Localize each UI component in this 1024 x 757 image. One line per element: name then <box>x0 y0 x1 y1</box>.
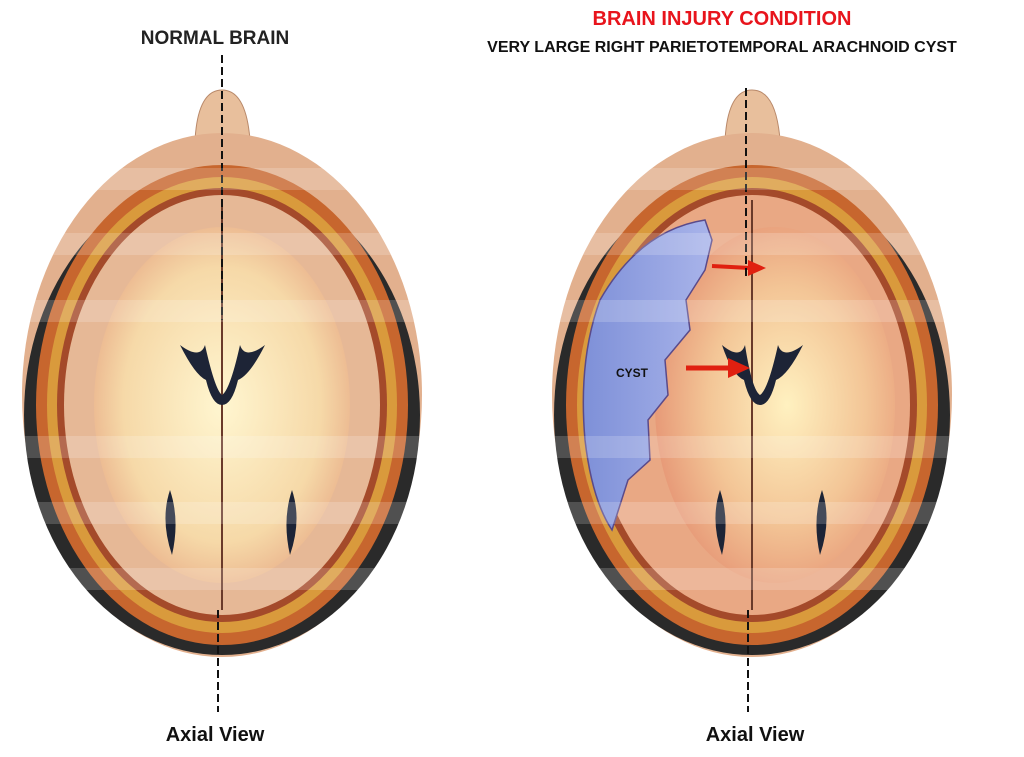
cyst-label: CYST <box>616 366 649 380</box>
occipital-horn-left <box>715 490 726 555</box>
normal-brain-axial-section <box>22 55 422 712</box>
normal-brain-title: NORMAL BRAIN <box>140 28 290 49</box>
right-view-label: Axial View <box>705 724 805 746</box>
arrow-upper <box>711 260 766 276</box>
cyst-brain-axial-section <box>552 88 952 712</box>
left-view-label: Axial View <box>165 724 265 746</box>
occipital-horn-right <box>286 490 297 555</box>
white-matter <box>655 227 895 583</box>
occipital-horn-right <box>816 490 827 555</box>
injury-condition-title: BRAIN INJURY CONDITION <box>592 8 852 30</box>
watermark <box>0 168 1024 590</box>
lateral-ventricles <box>722 345 803 405</box>
occipital-horn-left <box>165 490 176 555</box>
arachnoid-cyst <box>582 219 713 532</box>
nose <box>724 89 781 141</box>
injury-condition-subtitle: VERY LARGE RIGHT PARIETOTEMPORAL ARACHNO… <box>487 39 957 56</box>
lateral-ventricles <box>180 345 265 405</box>
arrow-lower <box>686 358 750 378</box>
